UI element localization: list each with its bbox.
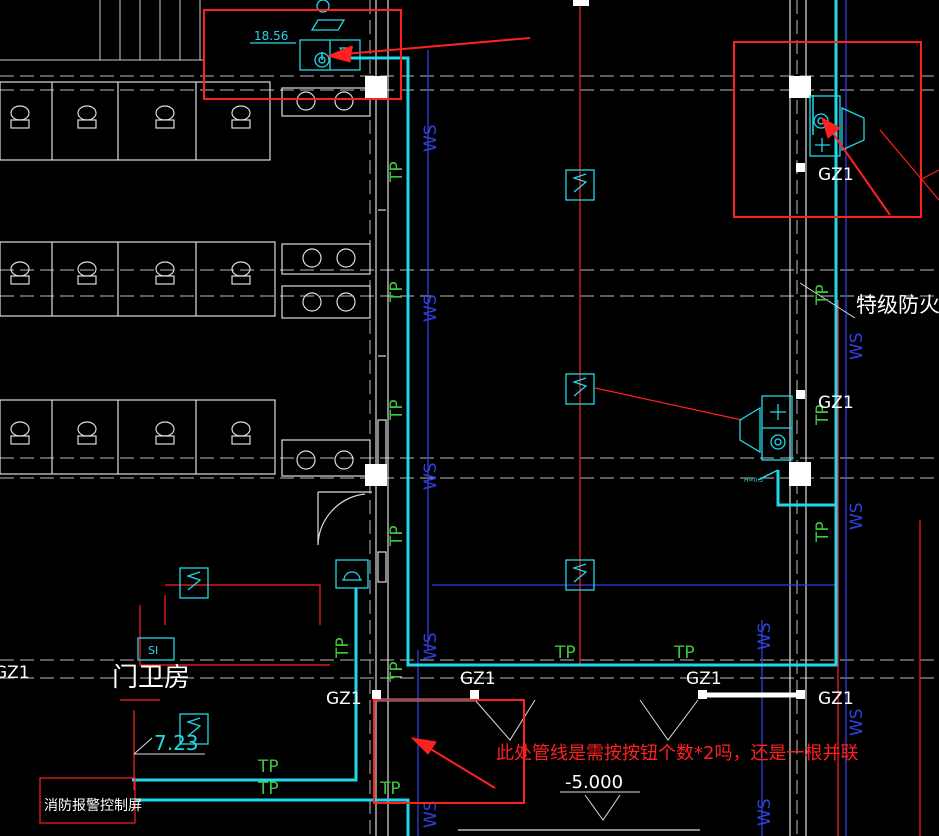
guard-room-label: 门卫房 [112, 663, 190, 693]
hydrant-cluster-top-right [809, 95, 865, 157]
ws-label: WS [847, 332, 867, 360]
gz1-label: GZ1 [0, 663, 30, 683]
elevation-top: 18.56 [254, 29, 288, 43]
tp-label: TP [387, 399, 407, 421]
column-markers [365, 0, 811, 699]
ws-label: WS [847, 708, 867, 736]
gz1-label: GZ1 [326, 689, 362, 709]
tp-label: TP [554, 643, 576, 663]
elevation-bottom: -5.000 [565, 772, 623, 793]
alarm-wiring [120, 0, 939, 836]
ws-drain-lines [417, 0, 847, 836]
tp-labels: TP TP TP TP TP TP TP TP TP TP TP TP TP T… [257, 161, 833, 799]
ws-label: WS [755, 798, 775, 826]
ws-label: WS [755, 622, 775, 650]
ws-label: WS [421, 124, 441, 152]
tp-label: TP [387, 661, 407, 683]
tp-label: TP [813, 404, 833, 426]
tp-label: TP [257, 779, 279, 799]
hydrant-box-icon [335, 559, 369, 589]
markup-box-bottom [373, 699, 525, 804]
ws-labels: WS WS WS WS WS WS WS WS WS WS [421, 124, 867, 828]
signal-valve-icon [565, 373, 595, 405]
tp-label: TP [673, 643, 695, 663]
tp-label: TP [813, 521, 833, 543]
gz1-label: GZ1 [818, 165, 854, 185]
markup-arrows [326, 37, 891, 789]
si-module-icon [137, 637, 175, 661]
ws-label: WS [421, 462, 441, 490]
ws-label: WS [847, 502, 867, 530]
elevation-mid: 7.23 [154, 731, 199, 755]
signal-valve-icon [565, 559, 595, 591]
tp-label: TP [387, 161, 407, 183]
hydrant-cluster-mid-right [739, 395, 793, 461]
fire-alarm-panel-label: 消防报警控制屏 [44, 798, 142, 814]
gz1-labels: GZ1 GZ1 GZ1 GZ1 GZ1 GZ1 GZ1 [0, 165, 854, 709]
ws-label: WS [421, 800, 441, 828]
gz1-label: GZ1 [686, 669, 722, 689]
gz1-label: GZ1 [460, 669, 496, 689]
ws-label: WS [421, 632, 441, 660]
tp-label: TP [813, 284, 833, 306]
gz1-label: GZ1 [818, 393, 854, 413]
markup-layer [203, 9, 922, 804]
si-device-label: SI [148, 644, 158, 657]
gz1-label: GZ1 [818, 689, 854, 709]
signal-valve-icon [565, 169, 595, 201]
tp-label: TP [379, 779, 401, 799]
markup-box-top-right [733, 41, 922, 218]
signal-devices [137, 169, 595, 745]
ws-label: WS [421, 294, 441, 322]
leader-lines [133, 282, 856, 821]
small-elevation: H=0.3 [744, 477, 763, 484]
signal-valve-icon [179, 567, 209, 599]
markup-box-top-left [203, 9, 402, 100]
tp-label: TP [333, 637, 353, 659]
stair-lines [0, 0, 205, 61]
fire-alarm-panel-box [39, 777, 136, 824]
markup-question-text: 此处管线是需按按钮个数*2吗，还是一根并联 [496, 743, 858, 764]
toilet-fixtures [10, 91, 356, 470]
tp-label: TP [387, 281, 407, 303]
special-fire-shutter-label: 特级防火卷 [856, 293, 939, 317]
signal-valve-icon [179, 713, 209, 745]
tp-label: TP [257, 757, 279, 777]
tp-label: TP [387, 525, 407, 547]
